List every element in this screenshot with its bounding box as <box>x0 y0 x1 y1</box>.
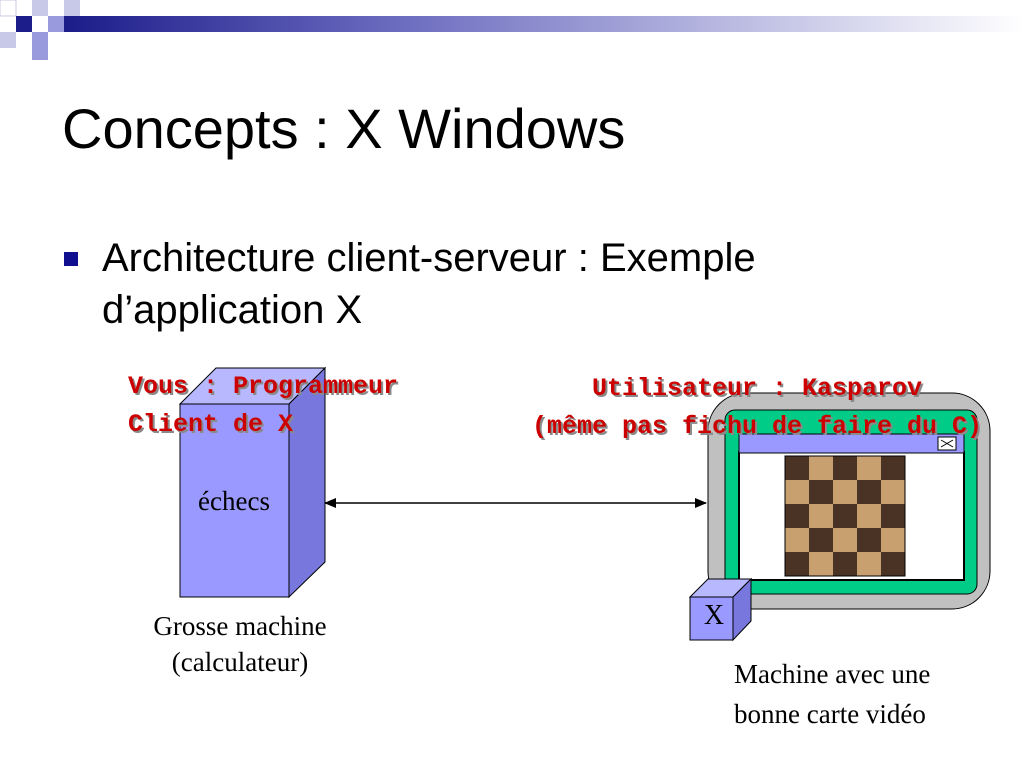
x-server-label: X <box>703 600 725 631</box>
client-box-label: échecs <box>198 486 270 516</box>
chess-square <box>785 504 809 528</box>
chess-square <box>857 480 881 504</box>
chess-square <box>881 552 905 576</box>
server-caption-line1: Machine avec une <box>734 659 931 689</box>
client-caption: Grosse machine (calculateur) <box>110 608 370 680</box>
chess-square <box>785 456 809 480</box>
client-caption-line2: (calculateur) <box>171 647 309 677</box>
server-title: Utilisateur : Kasparov (même pas fichu d… <box>490 370 1024 446</box>
header-decoration <box>0 0 1024 60</box>
server-caption: Machine avec une bonne carte vidéo <box>734 654 1024 734</box>
client-title: Vous : Programmeur Client de X <box>128 368 398 444</box>
server-title-line1: Utilisateur : Kasparov <box>591 374 923 403</box>
x-server-cube <box>688 577 753 642</box>
client-title-line1: Vous : Programmeur <box>128 372 399 401</box>
chess-square <box>785 480 809 504</box>
chess-square <box>881 528 905 552</box>
chess-square <box>881 480 905 504</box>
chess-square <box>809 456 833 480</box>
chess-square <box>833 480 857 504</box>
close-window-icon <box>937 436 957 451</box>
chess-square <box>809 504 833 528</box>
chess-square <box>857 504 881 528</box>
server-caption-line2: bonne carte vidéo <box>734 699 926 729</box>
bullet-text: Architecture client-serveur : Exemple d’… <box>102 236 756 332</box>
server-title-line2: (même pas fichu de faire du C) <box>531 412 983 441</box>
chess-square <box>857 456 881 480</box>
chess-square <box>833 528 857 552</box>
client-machine-box <box>178 366 327 599</box>
slide-title: Concepts : X Windows <box>62 97 626 160</box>
chess-square <box>809 480 833 504</box>
chess-square <box>785 552 809 576</box>
bullet-square-icon <box>64 252 78 266</box>
chess-square <box>881 504 905 528</box>
chess-square <box>833 552 857 576</box>
chess-square <box>881 456 905 480</box>
chessboard-border <box>784 455 906 577</box>
chessboard-icon <box>784 455 906 577</box>
chess-square <box>833 456 857 480</box>
client-title-line2: Client de X <box>128 410 294 439</box>
chess-square <box>809 528 833 552</box>
chess-square <box>857 552 881 576</box>
chess-square <box>833 504 857 528</box>
chess-square <box>785 528 809 552</box>
client-caption-line1: Grosse machine <box>153 611 327 641</box>
chess-square <box>809 552 833 576</box>
chess-square <box>857 528 881 552</box>
